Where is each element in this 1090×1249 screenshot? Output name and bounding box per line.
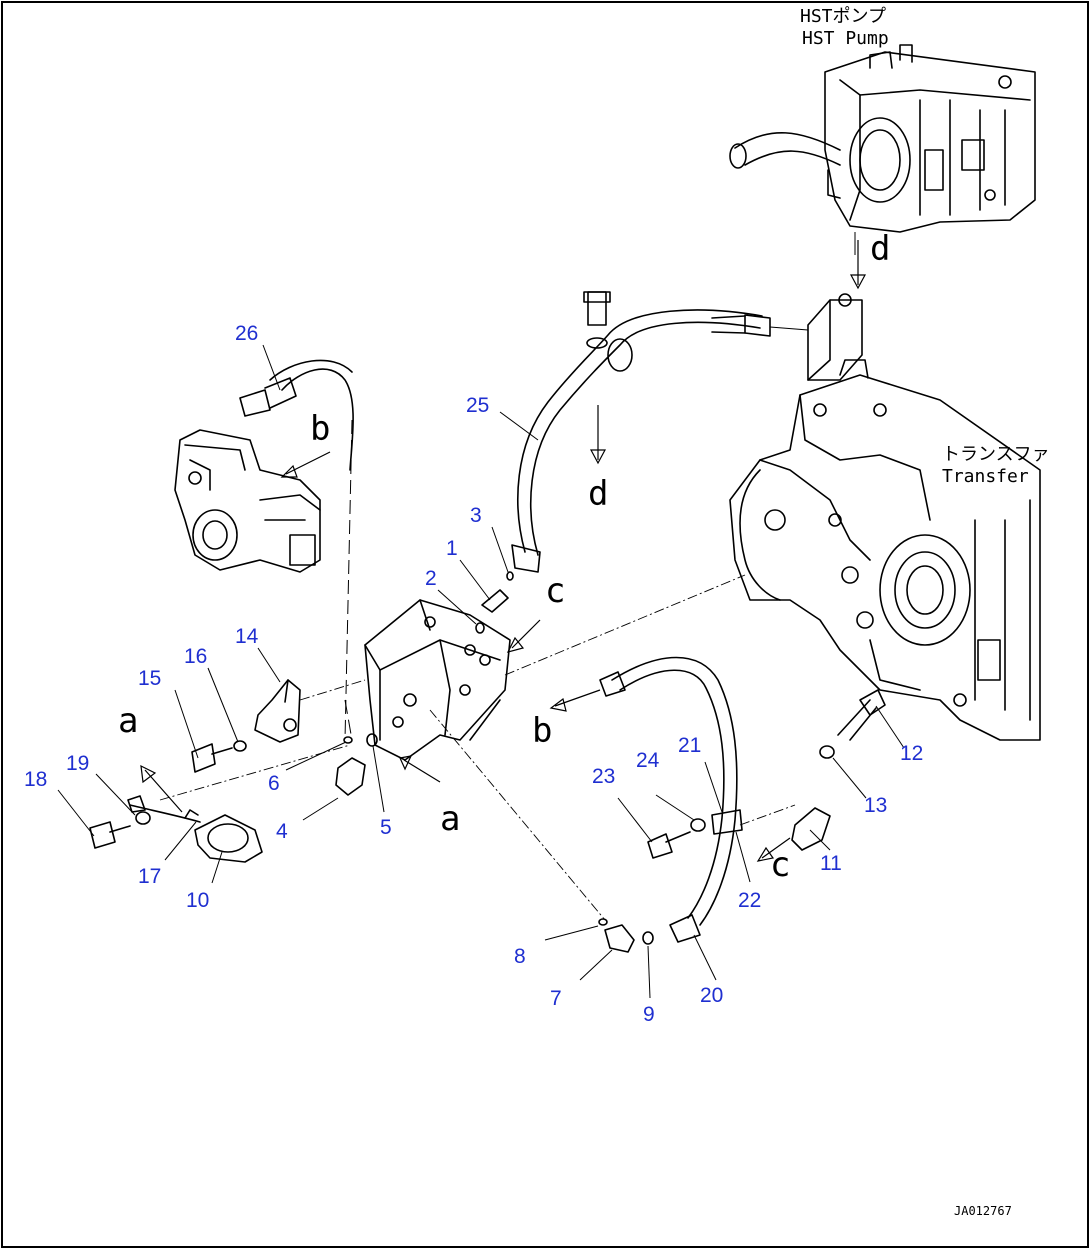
callout-5: 5 <box>380 816 392 839</box>
hose-25 <box>511 291 809 573</box>
connection-lines <box>159 232 856 921</box>
callout-20: 20 <box>700 984 723 1007</box>
view-letter-d-top: d <box>870 229 890 269</box>
transfer-caption-en: Transfer <box>942 466 1029 487</box>
callout-13: 13 <box>864 794 887 817</box>
callout-18: 18 <box>24 768 47 791</box>
callout-24: 24 <box>636 749 660 772</box>
callout-14: 14 <box>235 625 259 648</box>
view-letter-b-lower: b <box>532 711 552 751</box>
fittings-1-2-3 <box>475 571 514 634</box>
callout-12: 12 <box>900 742 923 765</box>
document-id: JA012767 <box>954 1204 1012 1218</box>
callout-15: 15 <box>138 667 161 690</box>
callout-21: 21 <box>678 734 701 757</box>
arrows <box>140 240 867 862</box>
view-letter-b-upper: b <box>310 409 330 449</box>
callout-8: 8 <box>514 945 526 968</box>
leader-lines <box>57 344 905 999</box>
control-valve-block <box>364 599 511 761</box>
view-letter-a-right: a <box>440 799 460 839</box>
callout-22: 22 <box>738 889 761 912</box>
callout-16: 16 <box>184 645 207 668</box>
callout-6: 6 <box>268 772 280 795</box>
hose-20 <box>599 656 743 943</box>
callout-23: 23 <box>592 765 615 788</box>
view-letter-d-mid: d <box>588 474 608 514</box>
callout-3: 3 <box>470 504 482 527</box>
sensor-11 <box>791 689 886 851</box>
callout-19: 19 <box>66 752 89 775</box>
callout-4: 4 <box>276 820 288 843</box>
transfer-caption-jp: トランスファ <box>942 444 1050 465</box>
callout-2: 2 <box>425 567 437 590</box>
fittings-7-8-9 <box>598 918 654 953</box>
view-letter-a-left: a <box>118 701 138 741</box>
callout-25: 25 <box>466 394 489 417</box>
hst-pump-caption-en: HST Pump <box>802 28 889 49</box>
callout-9: 9 <box>643 1003 655 1026</box>
callout-17: 17 <box>138 865 161 888</box>
bracket-14 <box>191 679 301 773</box>
callout-10: 10 <box>186 889 209 912</box>
callout-26: 26 <box>235 322 258 345</box>
callout-1: 1 <box>446 537 458 560</box>
view-letter-c-lower: c <box>770 845 790 885</box>
sensor-4 <box>335 733 378 796</box>
solenoid-10 <box>89 795 263 863</box>
hst-pump <box>729 44 1036 233</box>
transfer-case <box>729 293 1041 741</box>
callout-7: 7 <box>550 987 562 1010</box>
hst-pump-caption-jp: HSTポンプ <box>800 6 886 27</box>
view-letter-c-upper: c <box>545 571 565 611</box>
bolt-23 <box>647 818 706 859</box>
callout-11: 11 <box>820 852 842 875</box>
